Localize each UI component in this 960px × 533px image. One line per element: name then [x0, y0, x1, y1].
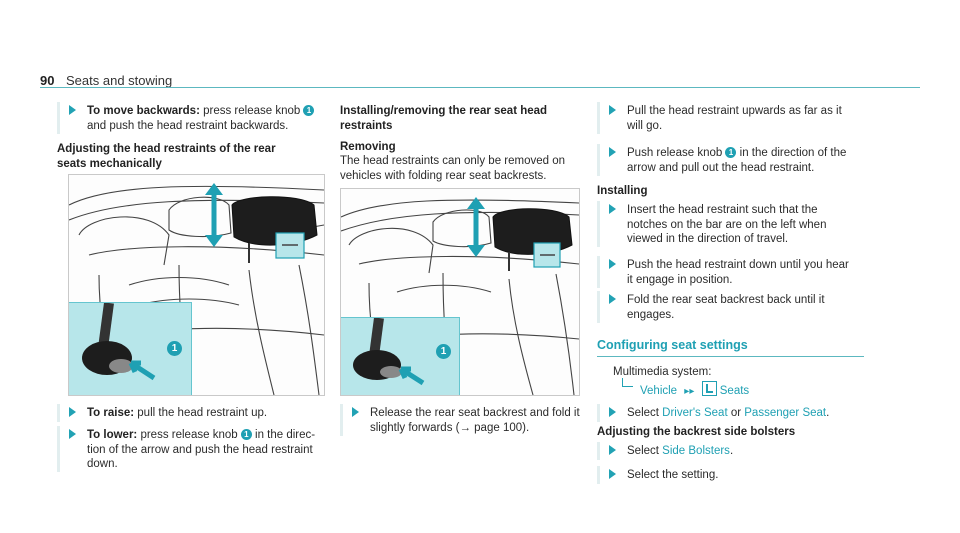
release-knob-detail: 1 — [341, 317, 460, 395]
step-text: viewed in the direction of travel. — [627, 233, 789, 245]
release-knob-detail: 1 — [69, 302, 192, 395]
step-bar — [597, 201, 600, 247]
step-bar — [597, 291, 600, 323]
step-text: in the direction of the — [736, 147, 847, 159]
step-text: . — [826, 407, 830, 419]
step-text: and push the head restraint backwards. — [87, 119, 289, 132]
step-text: Fold the rear seat backrest back until i… — [627, 294, 825, 306]
subheading-line: seats mechanically — [57, 157, 162, 170]
bullet-arrow-icon — [609, 105, 616, 115]
step-label: To raise: — [87, 407, 135, 419]
step-text: pull the head restraint up. — [134, 407, 268, 419]
option-side-bolsters[interactable]: Side Bolsters — [662, 445, 730, 457]
step-text: Push the head restraint down until you h… — [627, 259, 849, 271]
heading-install-remove: Installing/removing the rear seat head r… — [340, 104, 585, 133]
bullet-arrow-icon — [609, 407, 616, 417]
step-text: press release knob — [199, 105, 304, 117]
step-text: Select — [627, 407, 663, 419]
step-bar — [340, 404, 343, 436]
subheading-installing: Installing — [597, 185, 648, 197]
subheading-rear-head-restraints: Adjusting the head restraints of the rea… — [57, 142, 327, 171]
release-knob-drawing — [353, 317, 425, 386]
release-knob-drawing — [82, 302, 156, 381]
bullet-arrow-icon — [69, 407, 76, 417]
section-title: Seats and stowing — [66, 73, 173, 88]
heading-line: restraints — [340, 119, 393, 132]
callout-number: 1 — [167, 341, 182, 356]
bullet-arrow-icon — [609, 204, 616, 214]
removal-note: The head restraints can only be removed … — [340, 154, 585, 183]
paragraph-line: The head restraints can only be removed … — [340, 155, 566, 167]
step-text: Select — [627, 445, 663, 457]
seat-icon — [701, 381, 717, 396]
bullet-arrow-icon — [609, 147, 616, 157]
release-knob-marker: 1 — [240, 429, 252, 440]
step-text: Pull the head restraint upwards as far a… — [627, 105, 842, 117]
bullet-arrow-icon — [609, 445, 616, 455]
rear-seat-removal-illustration: 1 — [340, 188, 580, 396]
step-text: notches on the bar are on the left when — [627, 218, 827, 231]
section-heading-configuring: Configuring seat settings — [597, 338, 748, 352]
multimedia-label: Multimedia system: — [613, 366, 712, 378]
release-knob-marker: 1 — [725, 147, 737, 158]
option-drivers-seat[interactable]: Driver's Seat — [662, 407, 728, 419]
step-bar — [597, 466, 600, 484]
release-knob-marker: 1 — [303, 105, 315, 116]
bullet-arrow-icon — [609, 294, 616, 304]
menu-path-arrow-icon — [622, 378, 633, 387]
option-passenger-seat[interactable]: Passenger Seat — [744, 407, 827, 419]
section-rule — [597, 356, 864, 357]
step-text: arrow and pull out the head restraint. — [627, 161, 815, 174]
step-bar — [57, 426, 60, 472]
rear-seat-illustration: 1 — [68, 174, 325, 396]
subheading-line: Adjusting the head restraints of the rea… — [57, 143, 276, 155]
subheading-side-bolsters: Adjusting the backrest side bolsters — [597, 426, 796, 438]
menu-breadcrumb: Vehicle ▸▸ Seats — [640, 381, 749, 400]
step-text: it engage in position. — [627, 273, 733, 286]
paragraph-line: vehicles with folding rear seat backrest… — [340, 169, 547, 182]
step-label: To move backwards: — [87, 105, 200, 117]
step-text: Select the setting. — [627, 469, 719, 481]
step-bar — [597, 102, 600, 134]
bullet-arrow-icon — [69, 105, 76, 115]
heading-line: Installing/removing the rear seat head — [340, 105, 548, 117]
bullet-arrow-icon — [609, 259, 616, 269]
step-text: down. — [87, 458, 118, 470]
subheading-removing: Removing — [340, 141, 396, 153]
step-text: will go. — [627, 119, 663, 132]
breadcrumb-seats[interactable]: Seats — [719, 385, 750, 397]
step-text: slightly forwards (→ page 100). — [370, 421, 530, 434]
step-bar — [597, 404, 600, 422]
step-text: engages. — [627, 308, 675, 321]
step-bar — [57, 102, 60, 134]
step-text: or — [727, 407, 745, 419]
step-text: Release the rear seat backrest and fold … — [370, 407, 580, 419]
step-text: Push release knob — [627, 147, 726, 159]
bullet-arrow-icon — [609, 469, 616, 479]
step-text: in the direc- — [251, 429, 316, 441]
page-number: 90 — [40, 73, 55, 88]
step-bar — [57, 404, 60, 422]
double-chevron-icon: ▸▸ — [684, 386, 695, 397]
breadcrumb-vehicle[interactable]: Vehicle — [640, 385, 678, 397]
step-text: tion of the arrow and push the head rest… — [87, 443, 313, 456]
step-bar — [597, 442, 600, 460]
callout-number: 1 — [436, 344, 451, 359]
bullet-arrow-icon — [352, 407, 359, 417]
seat-line-drawing — [69, 183, 324, 395]
step-text: Insert the head restraint such that the — [627, 204, 818, 216]
bullet-arrow-icon — [69, 429, 76, 439]
step-bar — [597, 256, 600, 288]
header-rule — [40, 87, 920, 88]
step-label: To lower: — [87, 429, 138, 441]
step-bar — [597, 144, 600, 176]
step-text: press release knob — [137, 429, 241, 441]
step-text: . — [729, 445, 734, 457]
